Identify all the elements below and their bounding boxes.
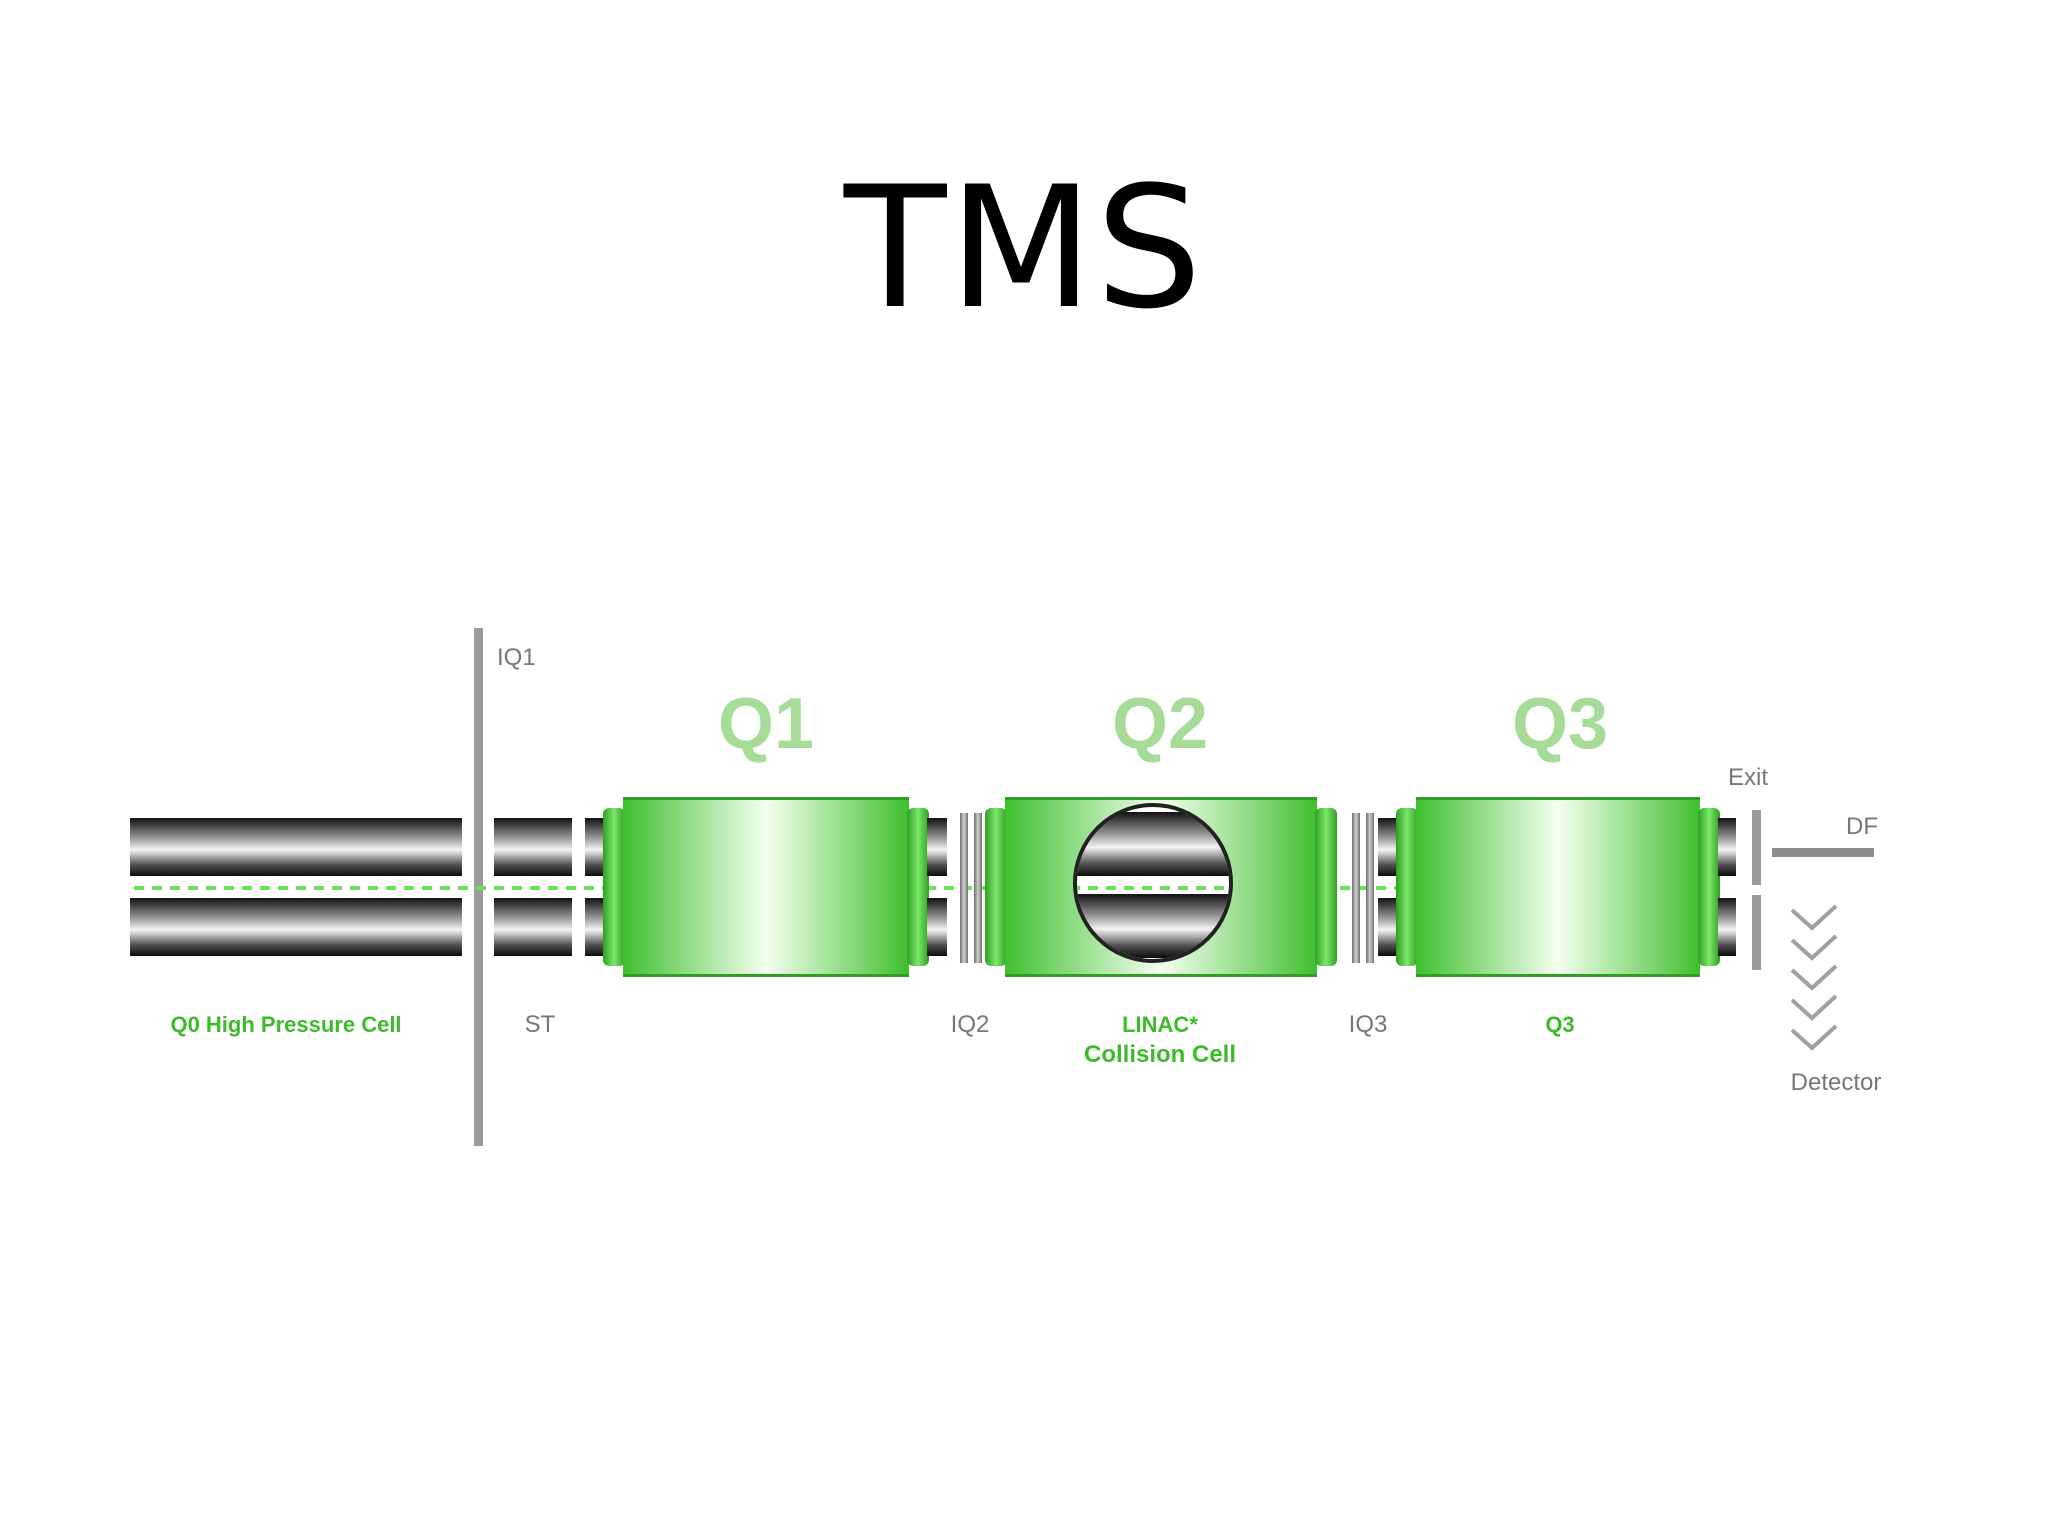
iq2-label: IQ2 [951,1011,990,1038]
exit-label: Exit [1728,764,1768,791]
q3-title: Q3 [1512,684,1608,764]
exit-lens [1752,810,1761,970]
st-label: ST [525,1011,556,1038]
q0-rods [130,818,462,956]
slide-title: TMS [843,150,1205,346]
detector-label: Detector [1791,1069,1882,1096]
linac-label-line2: Collision Cell [1084,1041,1236,1068]
linac-label-line1: LINAC* [1122,1012,1198,1037]
detector-dynodes [1790,904,1838,1051]
q3-quadrupole [1378,797,1736,977]
q1-quadrupole [585,797,947,977]
df-label: DF [1846,813,1878,840]
st-rods [494,818,572,956]
q2-collision-cell [985,797,1337,977]
q0-cell-label: Q0 High Pressure Cell [170,1012,401,1037]
iq3-label: IQ3 [1349,1011,1388,1038]
q3-bottom-label: Q3 [1545,1012,1574,1037]
iq2-lenses [960,813,982,963]
q2-title: Q2 [1112,684,1208,764]
iq1-label: IQ1 [497,644,536,671]
iq3-lenses [1352,813,1374,963]
q1-title: Q1 [718,684,814,764]
df-plate [1772,848,1874,857]
